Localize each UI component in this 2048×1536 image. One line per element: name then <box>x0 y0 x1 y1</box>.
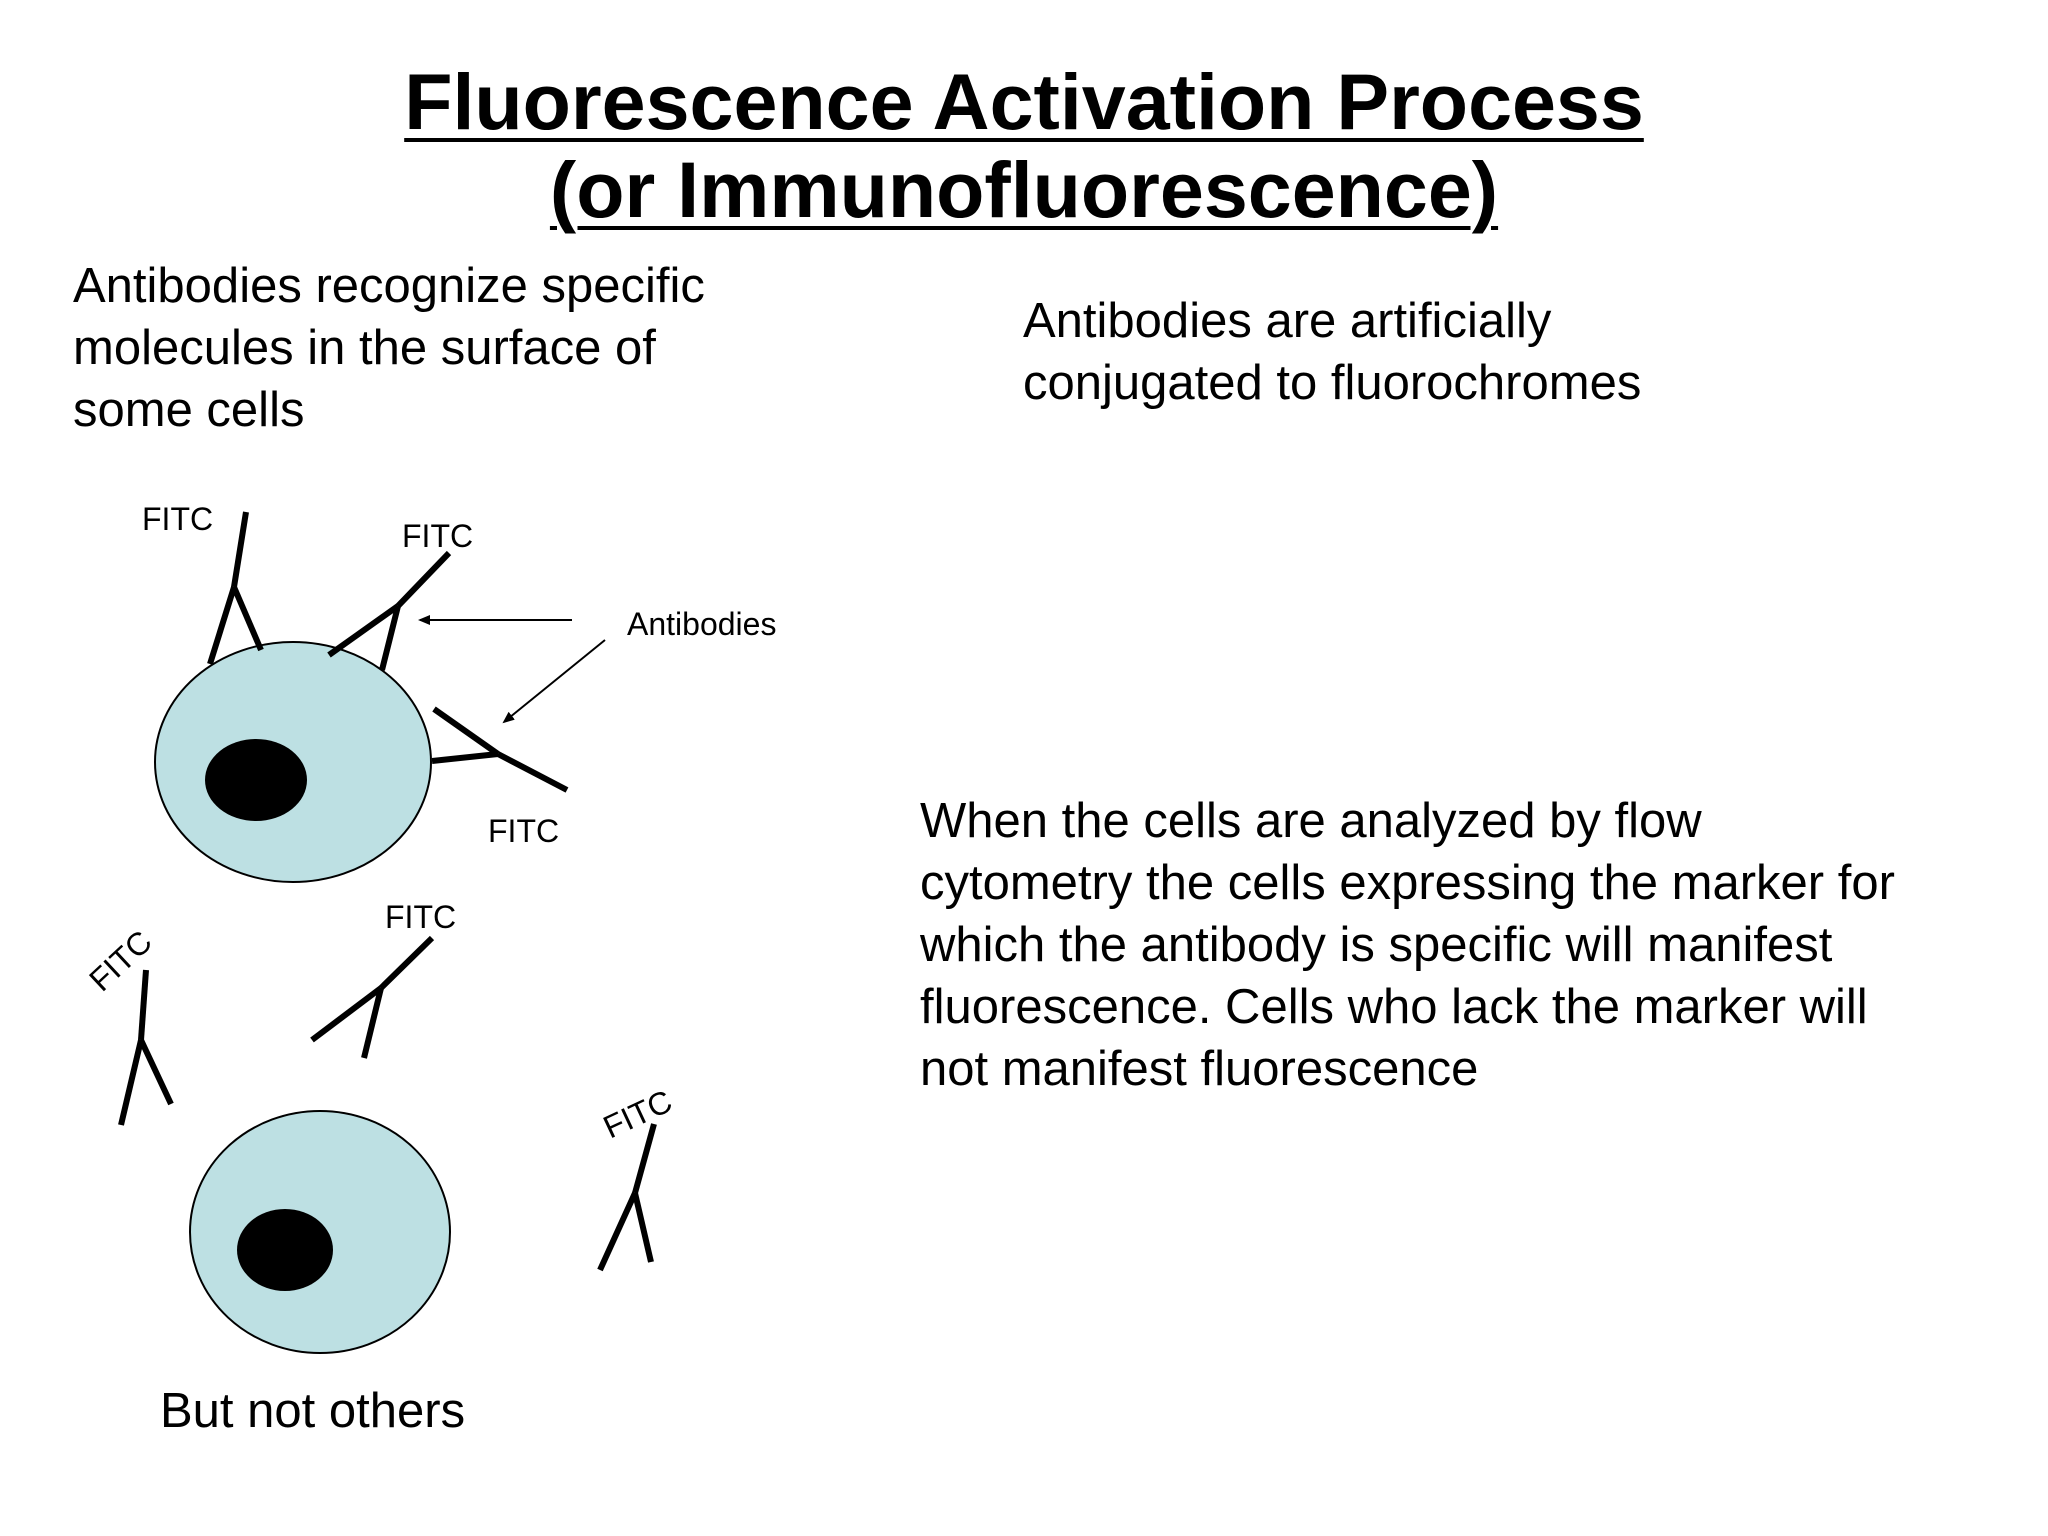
unlabeled-cell-nucleus <box>237 1209 333 1291</box>
but-not-others-text: But not others <box>160 1384 466 1438</box>
fitc-label-6: FITC <box>598 1083 678 1146</box>
fitc-label-1: FITC <box>142 501 213 537</box>
title-line-1: Fluorescence Activation Process <box>404 57 1644 146</box>
antibodies-arrow-2 <box>502 639 606 724</box>
bound-antibody-3 <box>431 706 569 793</box>
bound-antibody-1 <box>207 511 264 665</box>
labeled-cell-nucleus <box>205 739 307 821</box>
slide-title: Fluorescence Activation Process (or Immu… <box>0 58 2048 234</box>
free-antibody-1 <box>118 969 174 1126</box>
intro-text: Antibodies recognize specific molecules … <box>73 259 705 437</box>
fitc-label-4: FITC <box>385 899 456 935</box>
title-line-2: (or Immunofluorescence) <box>549 145 1499 234</box>
conjugation-text: Antibodies are artificially conjugated t… <box>1023 294 1642 410</box>
flow-cytometry-text: When the cells are analyzed by flow cyto… <box>920 794 1895 1096</box>
antibodies-label: Antibodies <box>627 606 776 642</box>
fitc-label-3: FITC <box>488 813 559 849</box>
free-antibody-3 <box>597 1123 657 1272</box>
fitc-label-2: FITC <box>402 518 473 554</box>
free-antibody-2 <box>310 935 435 1059</box>
bound-antibody-2 <box>327 550 452 671</box>
